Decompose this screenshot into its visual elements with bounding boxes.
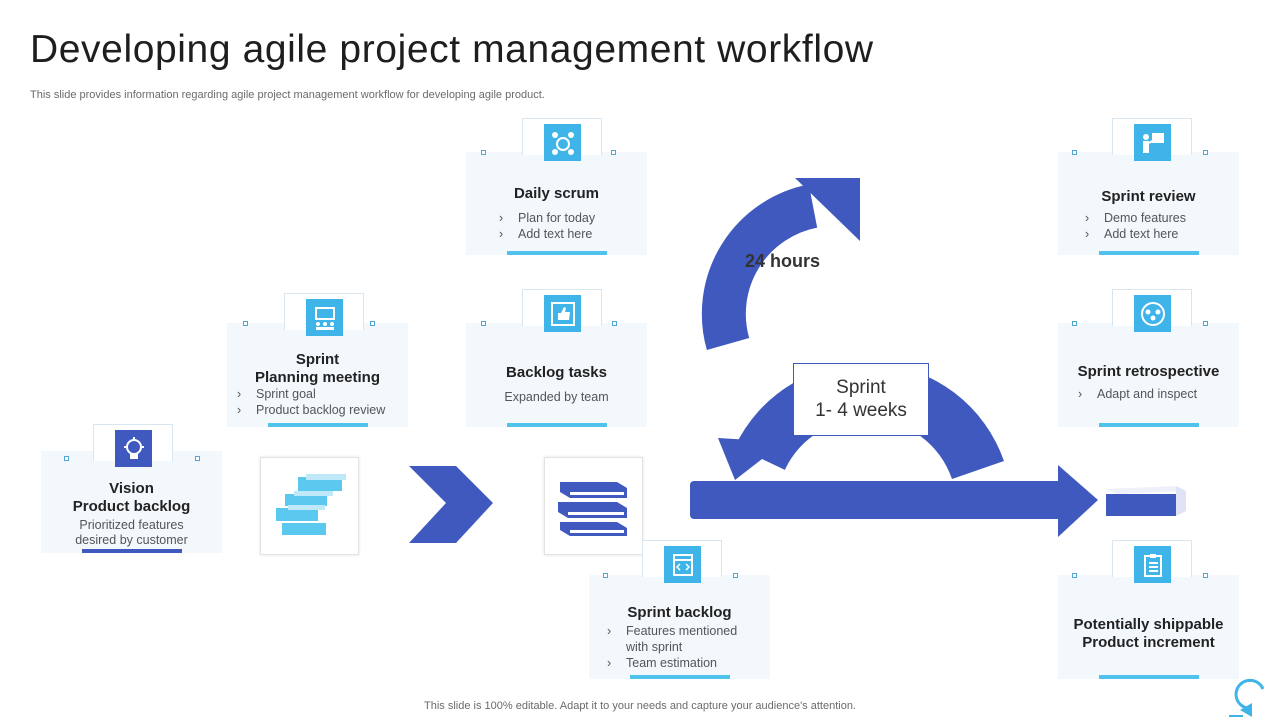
card-accent-bar bbox=[1098, 423, 1199, 427]
flow-chevron bbox=[409, 466, 493, 543]
daily-scrum-item-1: Plan for today bbox=[499, 210, 595, 226]
sprint-loop-arrowhead bbox=[718, 438, 784, 480]
daily-loop-arrowhead bbox=[795, 178, 860, 241]
vision-icon-tab bbox=[93, 424, 173, 467]
connector-dot bbox=[612, 321, 617, 326]
sprint-review-card: Sprint review Demo features Add text her… bbox=[1058, 152, 1239, 255]
books-image bbox=[544, 457, 643, 555]
connector-dot bbox=[481, 150, 486, 155]
books-icon bbox=[558, 482, 627, 536]
sprint-backlog-item-1-cont-text: with sprint bbox=[626, 640, 683, 654]
daily-scrum-title: Daily scrum bbox=[513, 185, 600, 202]
bulb-head-icon bbox=[115, 430, 152, 467]
product-backlog-title: Product backlog bbox=[72, 498, 191, 515]
connector-dot bbox=[1072, 573, 1077, 578]
planning-item-1: Sprint goal bbox=[237, 386, 385, 402]
daily-scrum-icon-tab bbox=[522, 118, 602, 161]
shippable-icon-tab bbox=[1112, 540, 1192, 583]
retrospective-title: Sprint retrospective bbox=[1077, 363, 1220, 380]
planning-title-line2: Planning meeting bbox=[254, 369, 380, 386]
daily-loop-arc bbox=[701, 184, 818, 350]
backlog-tasks-icon-tab bbox=[522, 289, 602, 332]
connector-dot bbox=[611, 150, 616, 155]
card-accent-bar bbox=[1098, 675, 1199, 679]
sprint-planning-card: Sprint Planning meeting Sprint goal Prod… bbox=[227, 323, 408, 427]
shippable-title-line2: Product increment bbox=[1082, 634, 1215, 651]
retrospective-icon-tab bbox=[1112, 289, 1192, 332]
sprint-review-title: Sprint review bbox=[1101, 188, 1196, 205]
sprint-backlog-item-1-cont: with sprint bbox=[607, 639, 737, 655]
refresh-icon-head bbox=[1240, 703, 1252, 717]
planning-icon-tab bbox=[284, 293, 364, 336]
refresh-icon bbox=[1234, 678, 1265, 710]
connector-dot bbox=[1072, 321, 1077, 326]
shippable-increment-card: Potentially shippable Product increment bbox=[1058, 575, 1239, 679]
sprint-retrospective-card: Sprint retrospective Adapt and inspect bbox=[1058, 323, 1239, 427]
increment-block-side bbox=[1176, 486, 1186, 516]
connector-dot bbox=[1203, 150, 1208, 155]
sprint-weeks-label: 1- 4 weeks bbox=[815, 400, 907, 421]
release-arrow-shaft bbox=[690, 481, 1062, 519]
connector-dot bbox=[1203, 573, 1208, 578]
release-arrowhead bbox=[1058, 465, 1098, 537]
sprint-backlog-card: Sprint backlog Features mentioned with s… bbox=[589, 575, 770, 679]
connector-dot bbox=[370, 321, 375, 326]
team-discussion-icon bbox=[544, 124, 581, 161]
connector-dot bbox=[481, 321, 486, 326]
card-accent-bar bbox=[267, 423, 368, 427]
connector-dot bbox=[603, 573, 608, 578]
connector-dot bbox=[1203, 321, 1208, 326]
increment-block-front bbox=[1106, 494, 1176, 516]
shippable-title-line1: Potentially shippable bbox=[1073, 616, 1224, 633]
code-window-icon bbox=[664, 546, 701, 583]
connector-dot bbox=[195, 456, 200, 461]
retrospective-item-1: Adapt and inspect bbox=[1078, 386, 1197, 402]
increment-block-top bbox=[1106, 486, 1186, 494]
card-accent-bar bbox=[81, 549, 182, 553]
sprint-review-icon-tab bbox=[1112, 118, 1192, 161]
connector-dot bbox=[733, 573, 738, 578]
presentation-meeting-icon bbox=[306, 299, 343, 336]
backlog-tasks-text: Expanded by team bbox=[504, 390, 609, 404]
sprint-backlog-item-1: Features mentioned bbox=[607, 623, 737, 639]
card-accent-bar bbox=[506, 423, 607, 427]
planning-title-line1: Sprint bbox=[295, 351, 340, 368]
page-title: Developing agile project management work… bbox=[30, 28, 874, 71]
backlog-tasks-title: Backlog tasks bbox=[506, 364, 607, 381]
hours-label: 24 hours bbox=[745, 251, 821, 271]
vision-product-backlog-card: Vision Product backlog Prioritized featu… bbox=[41, 451, 222, 553]
card-accent-bar bbox=[506, 251, 607, 255]
card-accent-bar bbox=[1098, 251, 1199, 255]
vision-desc-line1: Prioritized features bbox=[79, 518, 184, 532]
sprint-backlog-title: Sprint backlog bbox=[627, 604, 732, 621]
backlog-tasks-card: Backlog tasks Expanded by team bbox=[466, 323, 647, 427]
thumbs-up-icon bbox=[544, 295, 581, 332]
sprint-backlog-item-2: Team estimation bbox=[607, 655, 737, 671]
vision-title: Vision bbox=[109, 480, 154, 497]
footer-note: This slide is 100% editable. Adapt it to… bbox=[424, 700, 856, 712]
connector-dot bbox=[64, 456, 69, 461]
planning-item-2: Product backlog review bbox=[237, 402, 385, 418]
connector-dot bbox=[243, 321, 248, 326]
presenter-board-icon bbox=[1134, 124, 1171, 161]
sprint-backlog-icon-tab bbox=[642, 540, 722, 583]
vision-desc-line2: desired by customer bbox=[75, 533, 188, 547]
sprint-review-item-1: Demo features bbox=[1085, 210, 1186, 226]
page-subtitle: This slide provides information regardin… bbox=[30, 89, 545, 101]
blocks-icon bbox=[276, 474, 346, 535]
daily-scrum-card: Daily scrum Plan for today Add text here bbox=[466, 152, 647, 255]
stacked-blocks-image bbox=[260, 457, 359, 555]
daily-scrum-item-2: Add text here bbox=[499, 226, 595, 242]
clipboard-checklist-icon bbox=[1134, 546, 1171, 583]
card-accent-bar bbox=[629, 675, 730, 679]
connector-dot bbox=[1072, 150, 1077, 155]
sprint-label: Sprint bbox=[836, 377, 886, 398]
group-idea-icon bbox=[1134, 295, 1171, 332]
sprint-duration-box: Sprint 1- 4 weeks bbox=[793, 363, 929, 436]
sprint-review-item-2: Add text here bbox=[1085, 226, 1186, 242]
